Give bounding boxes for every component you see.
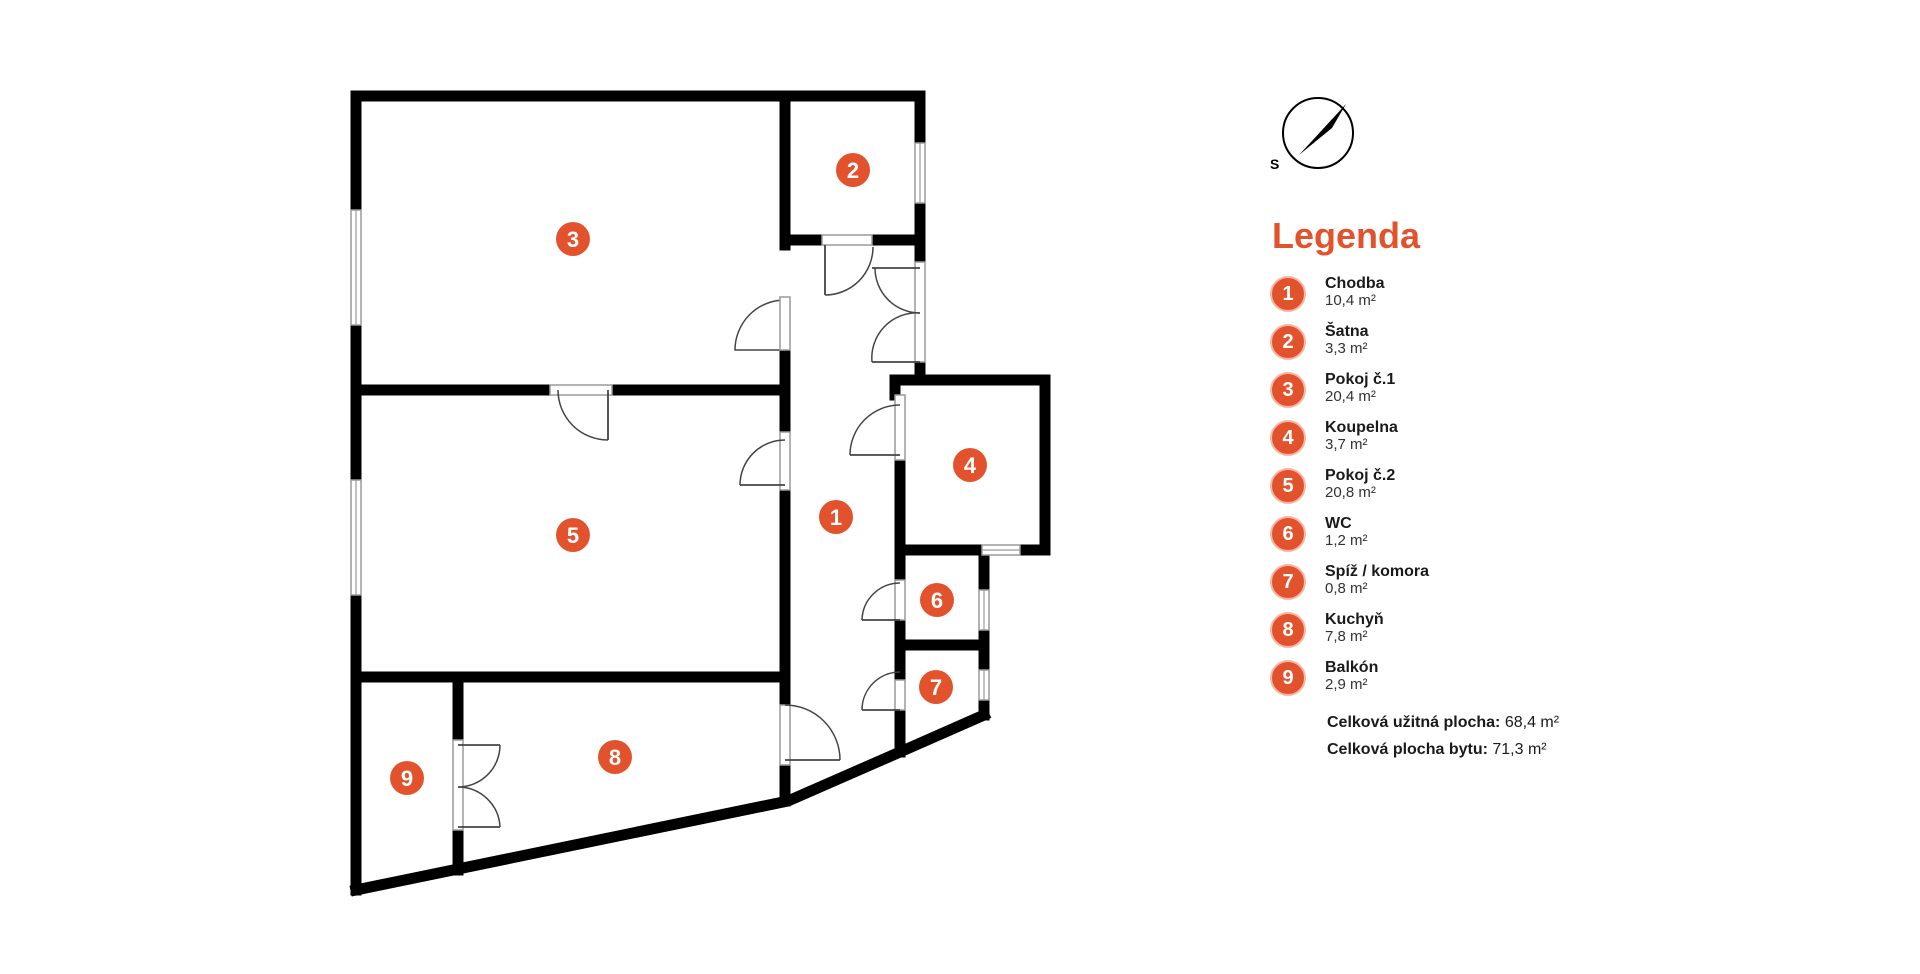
svg-text:S: S	[1270, 156, 1279, 172]
room-badge-7: 7	[919, 670, 953, 704]
legend-room-area: 3,7 m²	[1325, 436, 1368, 453]
total-flat-area: Celková plocha bytu: 71,3 m²	[1327, 741, 1559, 768]
legend-room-name: Šatna	[1325, 323, 1369, 340]
svg-text:2: 2	[847, 158, 859, 183]
room-badge-3: 3	[556, 222, 590, 256]
svg-text:7: 7	[930, 675, 942, 700]
legend-number-badge: 5	[1270, 468, 1306, 504]
legend-room-name: Kuchyň	[1325, 611, 1384, 628]
total-value: 71,3 m²	[1492, 741, 1547, 758]
legend-room-name: WC	[1325, 515, 1352, 532]
legend-item-wc: 6 WC 1,2 m²	[1270, 515, 1670, 564]
room-badge-5: 5	[556, 518, 590, 552]
legend-item-pokoj-1: 3 Pokoj č.1 20,4 m²	[1270, 371, 1670, 420]
windows	[350, 142, 1021, 701]
svg-text:5: 5	[567, 523, 579, 548]
legend-room-name: Koupelna	[1325, 419, 1398, 436]
legend-number-badge: 4	[1270, 420, 1306, 456]
legend-room-area: 7,8 m²	[1325, 628, 1368, 645]
legend-item-spiz-komora: 7 Spíž / komora 0,8 m²	[1270, 563, 1670, 612]
legend-room-name: Pokoj č.1	[1325, 371, 1396, 388]
legend-number-badge: 7	[1270, 564, 1306, 600]
legend-room-area: 3,3 m²	[1325, 340, 1368, 357]
legend-number-badge: 1	[1270, 276, 1306, 312]
svg-text:1: 1	[830, 505, 842, 530]
room-badge-1: 1	[819, 500, 853, 534]
legend-item-kuchyn: 8 Kuchyň 7,8 m²	[1270, 611, 1670, 660]
legend-room-name: Balkón	[1325, 659, 1379, 676]
svg-text:6: 6	[931, 588, 943, 613]
compass-icon: S	[1270, 97, 1354, 172]
total-usable-area: Celková užitná plocha: 68,4 m²	[1327, 714, 1559, 741]
legend-item-satna: 2 Šatna 3,3 m²	[1270, 323, 1670, 372]
total-label: Celková plocha bytu:	[1327, 741, 1488, 758]
legend-room-area: 1,2 m²	[1325, 532, 1368, 549]
room-badge-6: 6	[920, 583, 954, 617]
legend-item-balkon: 9 Balkón 2,9 m²	[1270, 659, 1670, 708]
legend-list: 1 Chodba 10,4 m² 2 Šatna 3,3 m² 3 Pokoj …	[1270, 275, 1670, 708]
area-totals: Celková užitná plocha: 68,4 m² Celková p…	[1327, 714, 1559, 768]
legend-number-badge: 9	[1270, 660, 1306, 696]
legend-number-badge: 2	[1270, 324, 1306, 360]
legend-room-area: 10,4 m²	[1325, 292, 1376, 309]
legend-number-badge: 8	[1270, 612, 1306, 648]
legend-item-pokoj-2: 5 Pokoj č.2 20,8 m²	[1270, 467, 1670, 516]
legend-room-name: Pokoj č.2	[1325, 467, 1396, 484]
svg-text:9: 9	[401, 766, 413, 791]
svg-text:4: 4	[964, 453, 977, 478]
legend-room-name: Spíž / komora	[1325, 563, 1430, 580]
legend-number-badge: 6	[1270, 516, 1306, 552]
legend-item-koupelna: 4 Koupelna 3,7 m²	[1270, 419, 1670, 468]
legend-room-name: Chodba	[1325, 275, 1385, 292]
legend-room-area: 20,4 m²	[1325, 388, 1376, 405]
doors	[452, 234, 926, 831]
total-label: Celková užitná plocha:	[1327, 714, 1501, 731]
svg-text:8: 8	[609, 745, 621, 770]
legend-room-area: 0,8 m²	[1325, 580, 1368, 597]
room-badge-2: 2	[836, 153, 870, 187]
legend-room-area: 2,9 m²	[1325, 676, 1368, 693]
legend-room-area: 20,8 m²	[1325, 484, 1376, 501]
svg-text:3: 3	[567, 227, 579, 252]
legend-title: Legenda	[1272, 215, 1421, 256]
room-badge-8: 8	[598, 740, 632, 774]
legend-number-badge: 3	[1270, 372, 1306, 408]
room-badges: 1 2 3 4 5 6 7 8	[390, 153, 987, 795]
room-badge-4: 4	[953, 448, 987, 482]
total-value: 68,4 m²	[1504, 714, 1560, 731]
legend-item-chodba: 1 Chodba 10,4 m²	[1270, 275, 1670, 324]
room-badge-9: 9	[390, 761, 424, 795]
